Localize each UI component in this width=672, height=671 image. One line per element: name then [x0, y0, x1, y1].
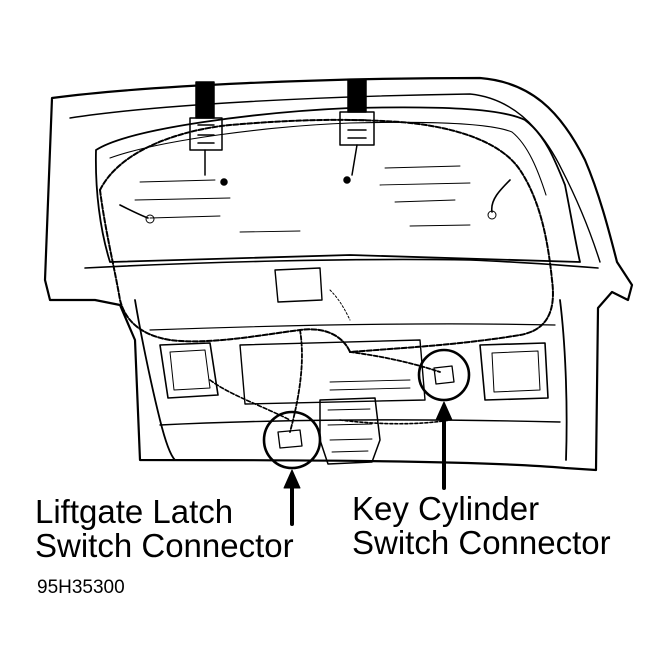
lower-panel-top [149, 323, 556, 331]
lower-panel-bottom [159, 419, 561, 426]
belt-line [84, 258, 599, 269]
liftgate-outline [43, 76, 634, 472]
key-connector-callout [417, 348, 471, 402]
latch-connector-label-line1: Liftgate Latch [35, 493, 234, 530]
latch-connector-callout [262, 410, 322, 470]
panel-inner-contour [69, 93, 601, 263]
key-connector-label-line1: Key Cylinder [352, 490, 540, 527]
figure-code: 95H35300 [37, 577, 125, 598]
right-hinge [339, 79, 375, 184]
wiper-motor [274, 267, 323, 303]
harness-branch-latch [289, 329, 303, 433]
wiring-harness-left [99, 189, 351, 353]
license-recess [239, 339, 426, 405]
lower-panel-right [559, 299, 568, 461]
latch-housing [319, 397, 381, 465]
lower-panel [134, 299, 176, 461]
window-inner-edge [109, 121, 547, 196]
right-lamp-opening [479, 342, 549, 401]
harness-left-drop [119, 204, 149, 219]
latch-arrow-head [283, 469, 301, 489]
left-lamp-opening [159, 342, 219, 399]
window-shading [134, 165, 471, 233]
key-connector-label-line2: Switch Connector [352, 524, 611, 561]
window-frame [94, 106, 581, 263]
left-hinge [189, 81, 228, 186]
key-arrow-head [435, 401, 453, 421]
latch-connector-label-line2: Switch Connector [35, 527, 294, 564]
harness-branch-key [349, 351, 441, 373]
wiring-harness-main [99, 118, 554, 353]
